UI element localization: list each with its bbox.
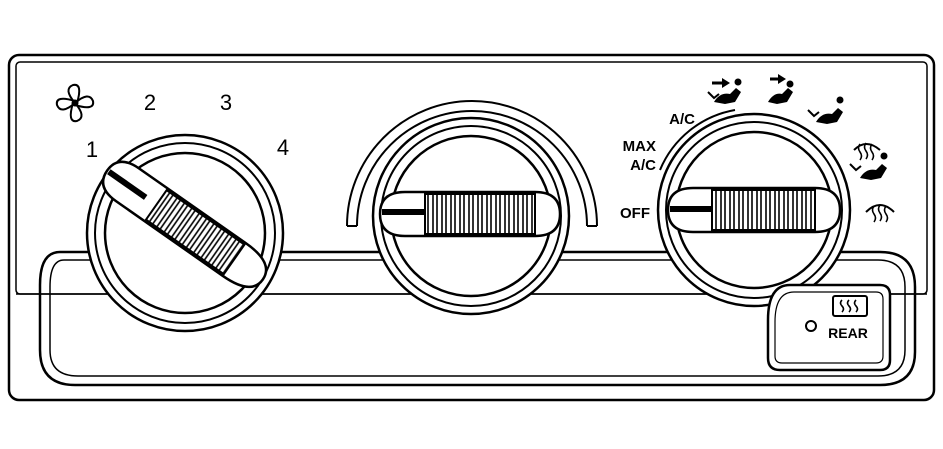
vent-icon — [707, 78, 742, 104]
mode-max-label: MAX — [623, 138, 656, 155]
temperature-scale-arc — [346, 100, 598, 227]
fan-knob-handle[interactable] — [96, 154, 275, 296]
temperature-knob-handle[interactable] — [378, 190, 562, 238]
mode-max-ac-label: A/C — [630, 157, 656, 174]
fan-speed-1-label: 1 — [86, 137, 98, 162]
bi-level-icon — [807, 96, 844, 124]
vent-icon — [768, 74, 794, 104]
rear-defrost-icon — [832, 295, 868, 317]
defrost-icon — [865, 204, 895, 223]
ac-range-arc — [659, 109, 736, 171]
rear-defrost-indicator-light — [805, 320, 817, 332]
fan-icon — [55, 83, 95, 123]
fan-speed-3-label: 3 — [220, 90, 232, 115]
mode-knob-indicator — [670, 206, 712, 212]
fan-knob-indicator — [107, 169, 148, 200]
mode-ac-label: A/C — [669, 111, 695, 128]
defrost-floor-icon — [849, 142, 888, 180]
mode-off-label: OFF — [620, 205, 650, 222]
fan-knob[interactable] — [85, 133, 285, 333]
temperature-knob[interactable] — [371, 116, 571, 316]
mode-knob-handle[interactable] — [666, 186, 842, 234]
lower-tray — [38, 250, 917, 387]
rear-defrost-label: REAR — [828, 325, 868, 341]
temperature-knob-indicator — [382, 209, 424, 215]
mode-knob[interactable] — [656, 112, 852, 308]
fan-speed-4-label: 4 — [277, 135, 289, 160]
fan-speed-2-label: 2 — [144, 90, 156, 115]
